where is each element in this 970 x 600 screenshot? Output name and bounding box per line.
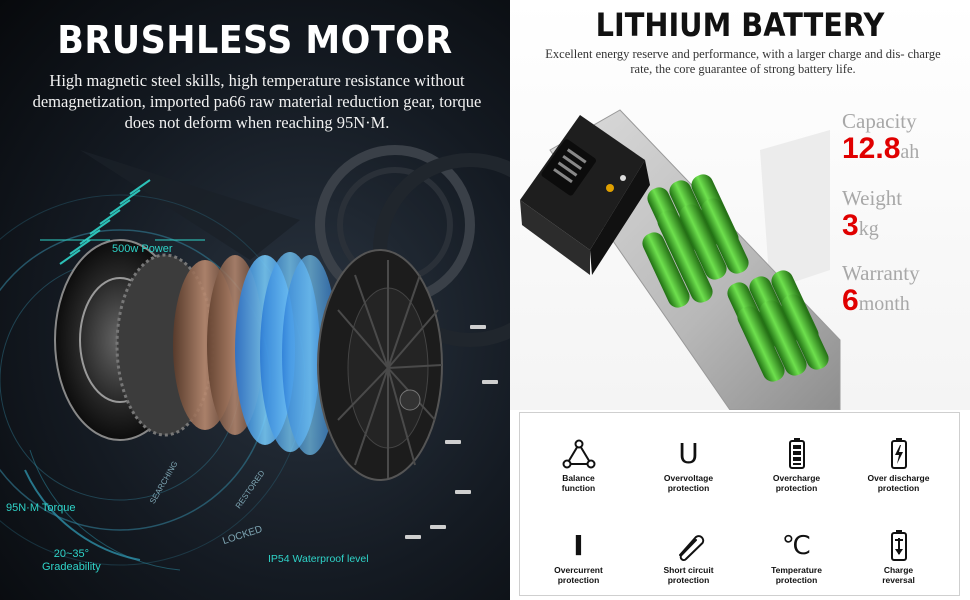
protection-features-grid: Balance function U Overvoltage protectio… (519, 412, 960, 596)
callout-gradeability: 20~35° Gradeability (42, 548, 101, 573)
feature-balance: Balance function (526, 431, 631, 493)
lithium-battery-panel: LITHIUM BATTERY Excellent energy reserve… (510, 0, 970, 410)
spec-capacity-unit: ah (900, 141, 920, 163)
spec-capacity: Capacity 12.8ah (842, 110, 919, 171)
spec-capacity-value: 12.8 (842, 132, 901, 165)
brushless-motor-panel: BRUSHLESS MOTOR High magnetic steel skil… (0, 0, 510, 600)
battery-illustration (520, 109, 841, 410)
callout-torque: 95N·M Torque (6, 502, 76, 514)
feature-overvoltage: U Overvoltage protection (636, 431, 741, 494)
feature-temperature: ℃ Temperature protection (744, 523, 849, 585)
feature-overcharge-label: Overcharge protection (772, 473, 821, 493)
overcharge-battery-icon (788, 438, 805, 469)
charge-reversal-battery-icon (890, 530, 907, 561)
feature-overcurrent: I Overcurrent protection (526, 523, 631, 586)
spec-warranty-unit: month (858, 293, 910, 315)
spec-weight-value: 3 (842, 209, 859, 242)
feature-over-discharge: Over discharge protection (846, 431, 951, 493)
over-discharge-battery-icon (890, 438, 907, 469)
feature-overcurrent-label: Overcurrent protection (554, 565, 603, 585)
feature-charge-reversal-label: Charge reversal (882, 565, 915, 585)
feature-temperature-label: Temperature protection (771, 565, 822, 585)
balance-triangle-icon (562, 439, 595, 469)
spec-weight: Weight 3kg (842, 187, 902, 248)
feature-overvoltage-label: Overvoltage protection (663, 473, 714, 493)
brushless-motor-description: High magnetic steel skills, high tempera… (32, 71, 482, 132)
motor-illustration (0, 145, 510, 571)
spec-warranty-label: Warranty (842, 261, 920, 285)
overcurrent-i-icon: I (573, 529, 584, 562)
feature-over-discharge-label: Over discharge protection (867, 473, 930, 493)
overvoltage-u-icon: U (678, 437, 699, 470)
lithium-battery-title: LITHIUM BATTERY (595, 6, 885, 44)
callout-power: 500w Power (112, 243, 173, 255)
feature-charge-reversal: Charge reversal (846, 523, 951, 585)
spec-warranty: Warranty 6month (842, 262, 920, 323)
brushless-motor-title: BRUSHLESS MOTOR (57, 18, 453, 62)
callout-waterproof: IP54 Waterproof level (268, 553, 369, 565)
spec-warranty-value: 6 (842, 284, 859, 317)
lithium-battery-description: Excellent energy reserve and performance… (545, 47, 941, 76)
spec-capacity-label: Capacity (842, 109, 917, 133)
spec-weight-label: Weight (842, 186, 903, 210)
feature-short-circuit: Short circuit protection (636, 523, 741, 585)
feature-short-circuit-label: Short circuit protection (663, 565, 714, 585)
short-circuit-paperclip-icon (678, 535, 704, 561)
temperature-celsius-icon: ℃ (781, 531, 812, 561)
spec-weight-unit: kg (858, 218, 879, 240)
feature-overcharge: Overcharge protection (744, 431, 849, 493)
feature-balance-label: Balance function (561, 473, 596, 493)
